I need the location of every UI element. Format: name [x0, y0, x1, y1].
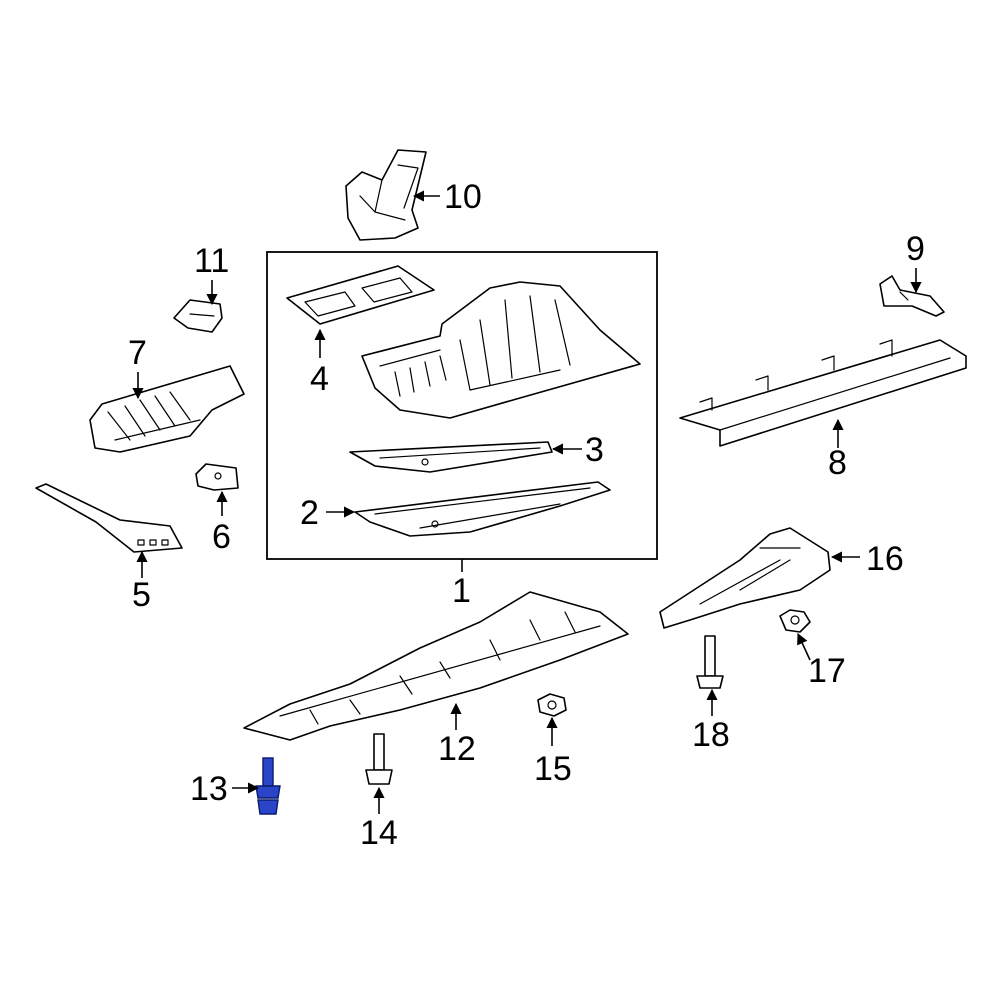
- part-8-side-rail[interactable]: [679, 339, 967, 447]
- callout-9: 9: [906, 230, 925, 268]
- part-15-nut[interactable]: [537, 693, 567, 717]
- callout-13: 13: [190, 770, 228, 808]
- callout-14: 14: [360, 814, 398, 852]
- callout-17: 17: [808, 652, 846, 690]
- callout-7: 7: [128, 334, 147, 372]
- part-1-floor-pan[interactable]: [361, 281, 641, 419]
- callout-11: 11: [194, 242, 229, 280]
- part-18-bolt[interactable]: [696, 635, 724, 689]
- part-11-clip[interactable]: [173, 299, 223, 333]
- callout-5: 5: [132, 576, 151, 614]
- part-4-plate[interactable]: [286, 265, 435, 325]
- part-12-under-cover[interactable]: [243, 591, 629, 741]
- callout-1: 1: [452, 572, 471, 610]
- part-2-lower-member[interactable]: [354, 481, 611, 537]
- leader-17: [797, 632, 811, 661]
- callout-3: 3: [585, 431, 604, 469]
- part-6-block[interactable]: [195, 463, 239, 491]
- callout-10: 10: [444, 178, 482, 216]
- part-14-bolt[interactable]: [365, 733, 393, 785]
- callout-2: 2: [300, 494, 319, 532]
- part-10-bracket[interactable]: [345, 149, 427, 241]
- part-9-bracket[interactable]: [879, 275, 945, 317]
- callout-16: 16: [866, 540, 904, 578]
- callout-6: 6: [212, 518, 231, 556]
- part-17-nut[interactable]: [779, 609, 811, 633]
- part-13-bolt-highlighted[interactable]: [255, 757, 281, 815]
- part-3-cross-member[interactable]: [349, 441, 553, 473]
- callout-8: 8: [828, 444, 847, 482]
- callout-18: 18: [692, 716, 730, 754]
- part-7-panel[interactable]: [89, 365, 245, 453]
- part-16-bracket[interactable]: [659, 527, 831, 629]
- callout-12: 12: [438, 730, 476, 768]
- callout-4: 4: [310, 360, 329, 398]
- part-5-rail[interactable]: [35, 483, 183, 553]
- callout-15: 15: [534, 750, 572, 788]
